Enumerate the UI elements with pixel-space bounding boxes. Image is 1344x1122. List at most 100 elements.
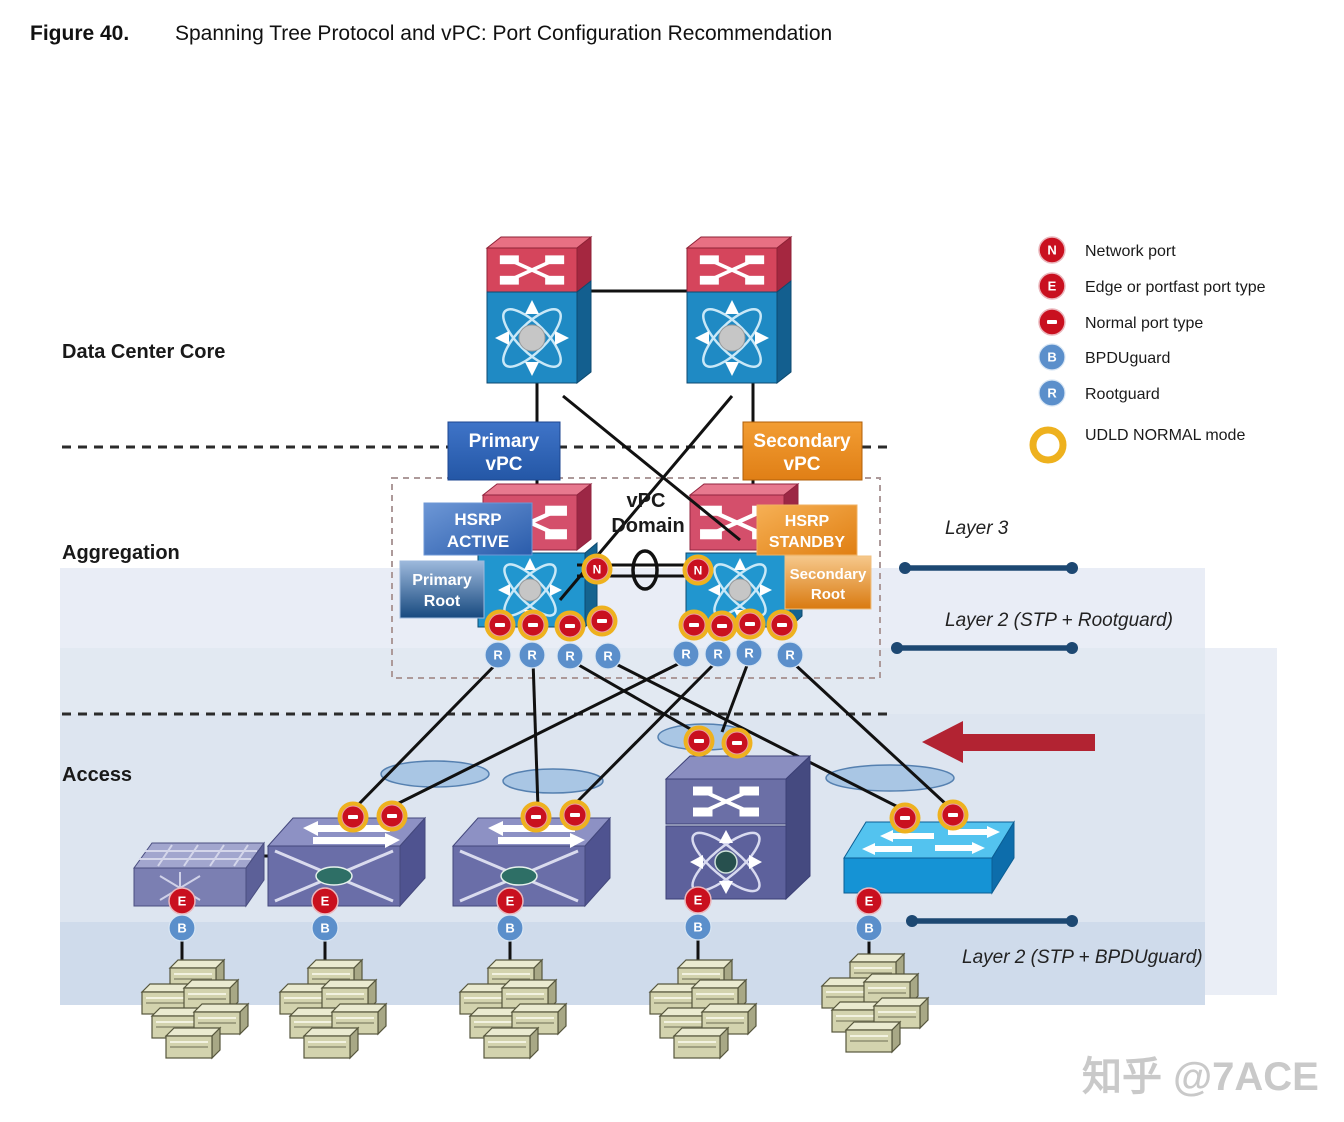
rootguard-badge: R	[594, 642, 622, 670]
bpduguard-badge: B	[855, 914, 883, 942]
normal-port-badge	[889, 802, 921, 834]
access-switch-5	[843, 820, 1015, 895]
svg-text:N: N	[694, 563, 703, 577]
rootguard-badge: R	[672, 640, 700, 668]
legend: Network port Edge or portfast port type …	[1085, 243, 1266, 444]
bpduguard-badge: B	[1038, 343, 1066, 371]
access-switch-4	[664, 754, 812, 901]
secondary-root-line2: Root	[811, 586, 845, 603]
vpc-domain-line1: vPC	[627, 490, 666, 512]
svg-text:R: R	[1047, 386, 1057, 401]
bpduguard-badge: B	[684, 913, 712, 941]
bpduguard-badge: B	[168, 914, 196, 942]
svg-text:R: R	[527, 648, 537, 663]
svg-text:R: R	[493, 648, 503, 663]
legend-label-edge-port: Edge or portfast port type	[1085, 279, 1266, 296]
edge-port-badge: E	[311, 887, 339, 915]
hsrp-standby-line2: STANDBY	[769, 534, 845, 551]
secondary-vpc-line1: Secondary	[753, 431, 851, 452]
network-port-badge: N	[682, 554, 714, 586]
access-switch-2	[266, 816, 427, 908]
rootguard-badge: R	[704, 640, 732, 668]
normal-port-badge	[706, 610, 738, 642]
multilayer-glyph	[498, 558, 562, 622]
svg-text:R: R	[681, 647, 691, 662]
rootguard-badge: R	[776, 641, 804, 669]
secondary-vpc-line2: vPC	[784, 454, 821, 475]
core-switch-1	[485, 235, 593, 385]
secondary-root-label: Secondary Root	[784, 555, 872, 610]
normal-port-badge	[376, 800, 408, 832]
bpduguard-badge: B	[496, 914, 524, 942]
hsrp-active-line2: ACTIVE	[447, 532, 509, 551]
normal-port-badge	[678, 609, 710, 641]
hsrp-active-label: HSRP ACTIVE	[423, 502, 533, 556]
udld-ring-badge	[1029, 426, 1067, 464]
vpc-domain-label: vPC Domain	[611, 490, 684, 537]
tier-label-aggregation: Aggregation	[62, 542, 180, 564]
figure-label: Figure 40.	[30, 22, 129, 45]
svg-text:R: R	[565, 649, 575, 664]
tier-label-access: Access	[62, 764, 132, 786]
layer2-rootguard-text: Layer 2 (STP + Rootguard)	[945, 610, 1173, 631]
svg-text:B: B	[693, 920, 702, 935]
secondary-vpc-label: Secondary vPC	[742, 421, 863, 481]
normal-port-badge	[484, 609, 516, 641]
hsrp-standby-line1: HSRP	[785, 513, 830, 530]
legend-label-bpduguard: BPDUguard	[1085, 350, 1170, 367]
layer2-bpduguard-text: Layer 2 (STP + BPDUguard)	[962, 947, 1203, 968]
normal-port-badge	[937, 799, 969, 831]
legend-label-udld: UDLD NORMAL mode	[1085, 427, 1245, 444]
multilayer-glyph	[708, 558, 772, 622]
tier-label-core: Data Center Core	[62, 341, 225, 363]
core-switch-2	[685, 235, 793, 385]
vpc-domain-boundary	[391, 477, 881, 679]
rootguard-badge: R	[484, 641, 512, 669]
edge-port-badge: E	[684, 886, 712, 914]
rootguard-badge: R	[1038, 379, 1066, 407]
hsrp-active-line1: HSRP	[454, 510, 501, 529]
vpc-domain-line2: Domain	[611, 515, 684, 537]
grid-glyph	[139, 844, 257, 867]
normal-port-badge	[520, 801, 552, 833]
primary-vpc-line2: vPC	[486, 454, 523, 475]
rootguard-badge: R	[556, 642, 584, 670]
svg-text:R: R	[744, 646, 754, 661]
multilayer-glyph	[495, 300, 569, 376]
svg-text:N: N	[593, 562, 602, 576]
svg-text:R: R	[713, 647, 723, 662]
primary-root-line1: Primary	[412, 572, 472, 589]
network-port-badge: N	[1038, 236, 1066, 264]
access-fex-1	[133, 841, 265, 908]
peer-link-channel-ellipse	[631, 549, 659, 591]
normal-port-badge	[766, 609, 798, 641]
multilayer-glyph	[695, 300, 769, 376]
svg-text:B: B	[1047, 350, 1056, 365]
edge-port-badge: E	[1038, 272, 1066, 300]
svg-text:E: E	[321, 894, 330, 909]
primary-vpc-label: Primary vPC	[447, 421, 561, 481]
tier-bands	[60, 568, 1277, 1005]
primary-vpc-line1: Primary	[469, 431, 540, 452]
svg-text:E: E	[178, 894, 187, 909]
svg-text:N: N	[1047, 243, 1056, 258]
svg-text:B: B	[177, 921, 186, 936]
edge-port-badge: E	[496, 887, 524, 915]
edge-port-badge: E	[168, 887, 196, 915]
normal-port-badge	[559, 799, 591, 831]
normal-port-badge	[683, 725, 715, 757]
svg-text:E: E	[1048, 279, 1057, 294]
svg-text:B: B	[505, 921, 514, 936]
svg-text:B: B	[320, 921, 329, 936]
legend-label-normal-port: Normal port type	[1085, 315, 1203, 332]
normal-port-badge	[586, 605, 618, 637]
svg-text:E: E	[865, 894, 874, 909]
rootguard-badge: R	[518, 641, 546, 669]
svg-text:R: R	[785, 648, 795, 663]
svg-text:B: B	[864, 921, 873, 936]
legend-label-network-port: Network port	[1085, 243, 1176, 260]
primary-root-label: Primary Root	[399, 560, 485, 619]
layer3-text: Layer 3	[945, 518, 1009, 539]
